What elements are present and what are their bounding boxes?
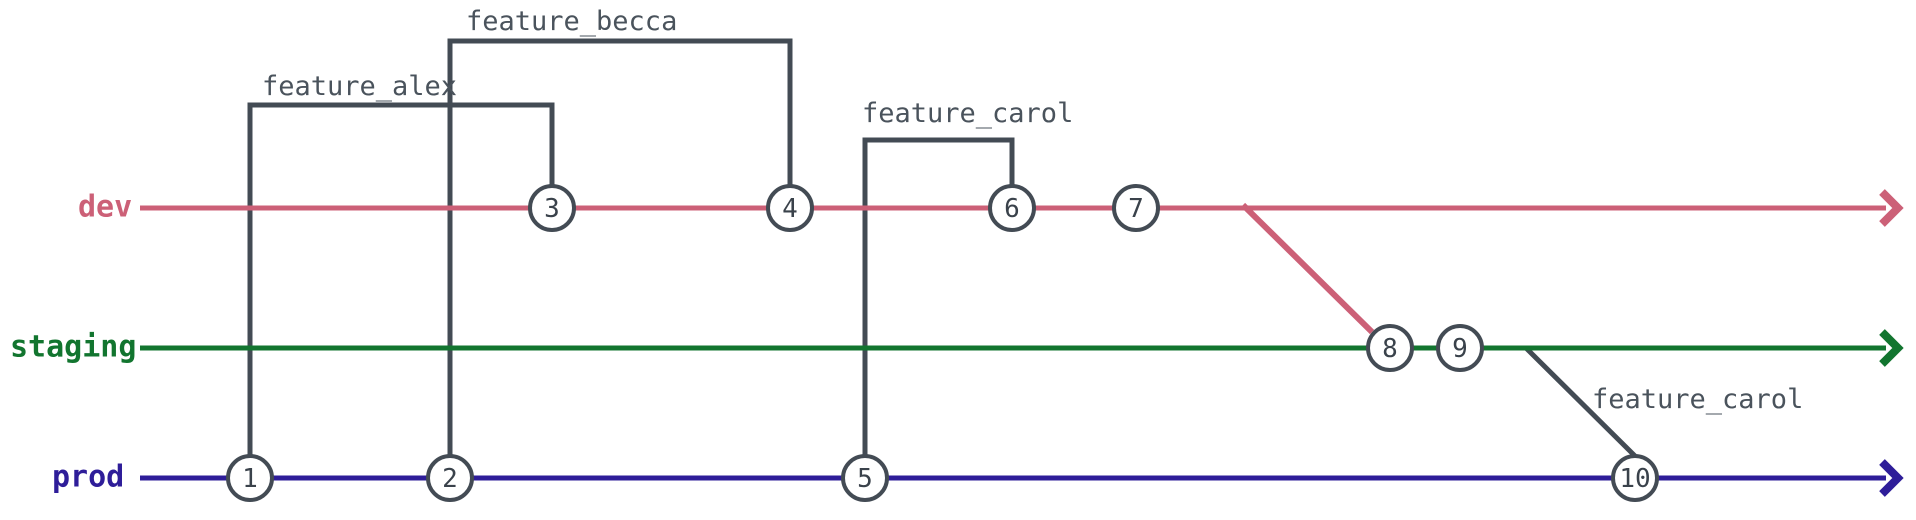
commit-circle-8: [1366, 324, 1414, 372]
branch-label-prod: prod: [52, 460, 124, 495]
feature-label-layer: feature_alex feature_becca feature_carol…: [262, 6, 1803, 415]
commit-circle-2: [426, 454, 474, 502]
feature-branch-layer: [247, 38, 1637, 478]
branch-label-layer: dev staging prod: [10, 190, 136, 495]
commit-node-layer: 1 2 3 4 5 6 7 8 9 10: [226, 184, 1659, 502]
branch-arrow-dev: [1879, 189, 1904, 227]
commit-label-6: 6: [1004, 194, 1020, 224]
commit-node-8[interactable]: 8: [1366, 324, 1414, 372]
commit-circle-10: [1611, 454, 1659, 502]
commit-node-7[interactable]: 7: [1112, 184, 1160, 232]
commit-circle-4: [766, 184, 814, 232]
commit-label-1: 1: [242, 464, 258, 494]
feature-branch-path-becca: [447, 38, 793, 478]
commit-label-7: 7: [1128, 194, 1144, 224]
commit-label-9: 9: [1452, 334, 1468, 364]
branch-label-staging: staging: [10, 330, 136, 365]
feature-label-becca: feature_becca: [466, 6, 677, 37]
commit-label-4: 4: [782, 194, 798, 224]
commit-node-9[interactable]: 9: [1436, 324, 1484, 372]
feature-label-carol-prod: feature_carol: [1592, 384, 1803, 415]
feature-branch-path-carol-prod: [1524, 346, 1637, 458]
commit-circle-5: [841, 454, 889, 502]
branch-lane-layer: [140, 189, 1904, 497]
commit-circle-9: [1436, 324, 1484, 372]
commit-node-3[interactable]: 3: [528, 184, 576, 232]
commit-node-1[interactable]: 1: [226, 454, 274, 502]
commit-circle-7: [1112, 184, 1160, 232]
commit-node-4[interactable]: 4: [766, 184, 814, 232]
commit-circle-1: [226, 454, 274, 502]
merge-line-dev-to-staging: [1240, 202, 1375, 335]
commit-node-2[interactable]: 2: [426, 454, 474, 502]
feature-label-alex: feature_alex: [262, 71, 457, 102]
commit-node-5[interactable]: 5: [841, 454, 889, 502]
commit-label-8: 8: [1382, 334, 1398, 364]
branch-arrow-prod: [1879, 459, 1904, 497]
commit-node-10[interactable]: 10: [1611, 454, 1659, 502]
feature-branch-path-alex: [247, 102, 555, 478]
branch-label-dev: dev: [78, 190, 132, 225]
commit-label-10: 10: [1619, 464, 1650, 494]
commit-label-3: 3: [544, 194, 560, 224]
commit-label-5: 5: [857, 464, 873, 494]
commit-label-2: 2: [442, 464, 458, 494]
branch-arrow-staging: [1879, 329, 1904, 367]
feature-branch-path-carol-dev: [862, 137, 1015, 478]
commit-node-6[interactable]: 6: [988, 184, 1036, 232]
commit-circle-3: [528, 184, 576, 232]
commit-circle-6: [988, 184, 1036, 232]
merge-layer: [1240, 202, 1375, 335]
feature-label-carol-dev: feature_carol: [862, 98, 1073, 129]
